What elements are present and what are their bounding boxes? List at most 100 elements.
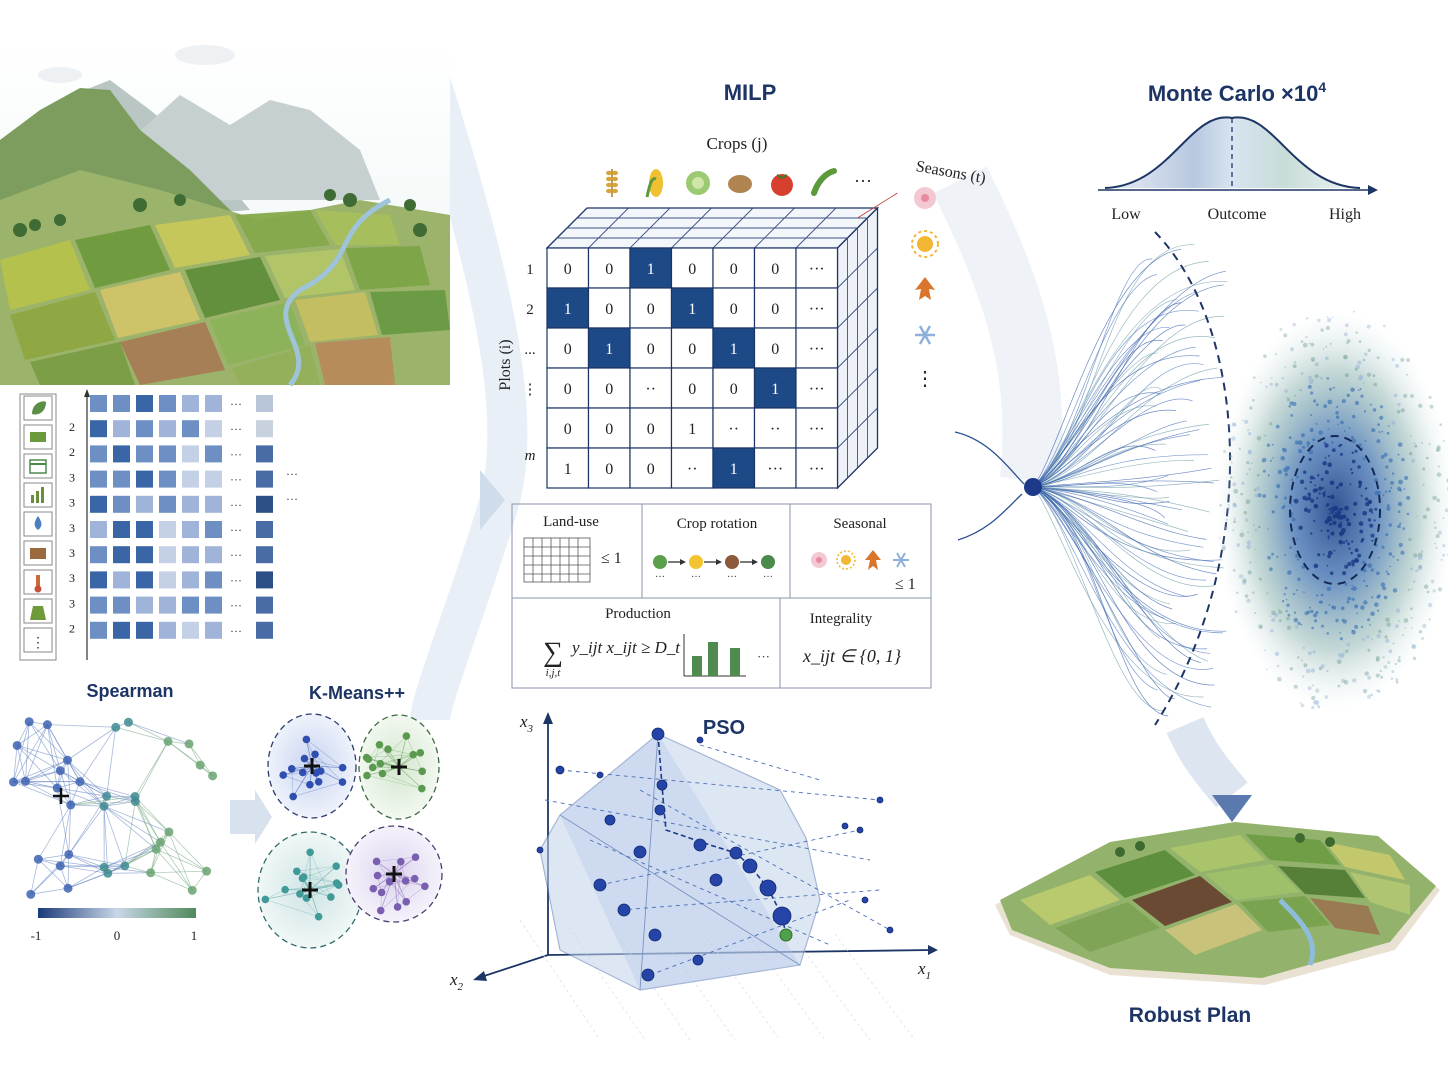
sample-point [1410,588,1413,591]
sample-point [1302,675,1305,678]
tensor-value: 1 [605,341,613,358]
tensor-value: 0 [688,261,696,278]
sample-point [1258,577,1262,581]
tensor-cell [670,327,714,369]
sample-point [1341,528,1346,533]
sample-point [1275,424,1280,429]
sample-point [1362,358,1366,362]
sample-point [1386,506,1391,511]
sample-point [1386,622,1391,627]
sample-point [1442,439,1446,443]
sample-point [1290,414,1294,417]
sample-point [1336,659,1342,664]
sample-point [1271,552,1274,556]
sample-point [1321,624,1324,628]
sample-point [1296,558,1300,561]
correlation-edge [13,781,58,789]
table-cell [113,621,130,639]
sample-point [1250,462,1253,465]
sample-point [1400,357,1405,362]
simulation-path [1032,355,1200,488]
sample-point [1341,678,1345,683]
table-cell [90,521,107,538]
sample-point [1346,393,1351,398]
sample-point [1337,653,1342,657]
cluster-node [418,767,427,776]
sample-point [1343,430,1346,432]
sample-point [1402,527,1406,530]
sample-point [1284,554,1287,557]
seasonal-constraint: Seasonal ≤ 1 [811,516,916,593]
table-cell [159,621,176,639]
sample-point [1378,629,1382,633]
simulation-path [1032,486,1168,675]
sample-point [1411,644,1417,650]
correlation-edge [37,804,72,860]
sample-point [1383,665,1388,669]
tensor-value: 1 [564,301,572,318]
sample-point [1281,599,1285,603]
sample-point [1429,404,1434,409]
sample-point [1284,586,1288,590]
sample-point [1361,637,1365,641]
sample-point [1328,603,1331,606]
table-summary-cell [256,445,273,463]
scale-max: 1 [191,928,198,943]
sample-point [1435,546,1438,550]
sample-point [1286,603,1290,607]
sample-point [1332,520,1337,525]
cabbage-icon [686,171,710,195]
sample-point [1412,656,1417,661]
optimum-particle [779,928,793,942]
sample-point [1327,428,1330,430]
crate-icon [30,548,46,559]
table-cell [136,571,153,589]
sample-point [1269,382,1273,386]
table-cell [159,571,176,589]
sample-point [1380,454,1385,459]
table-cells [90,395,273,639]
sample-point [1329,522,1333,526]
simulation-path [1032,486,1202,663]
sample-point [1426,590,1430,594]
sample-point [1248,432,1252,436]
sample-point [1340,452,1343,456]
land-use-constraint: Land-use ≤ 1 [523,514,622,583]
table-cell [136,596,153,614]
sample-point [1266,668,1268,671]
table-cell [90,596,107,614]
cluster-centroid [391,759,407,775]
correlation-edge [28,721,61,771]
sample-point [1329,571,1334,575]
table-cell [182,445,199,463]
more-icon: ⋮ [31,636,45,651]
sample-point [1300,372,1304,375]
sample-point [1311,626,1314,630]
sample-point [1382,494,1385,497]
sample-point [1341,399,1346,404]
sample-point [1315,688,1320,693]
sample-point [1437,530,1442,535]
sample-point [1326,669,1329,672]
sample-point [1376,609,1380,612]
cluster-node [261,895,270,904]
sample-point [1367,694,1372,699]
sample-point [1326,564,1329,567]
sample-point [1393,393,1398,398]
sample-point [1242,419,1244,422]
correlation-edge [28,721,68,761]
sample-point [1232,502,1237,507]
simulation-path [1032,327,1170,488]
tensor-cell [629,367,673,409]
feature-node [130,796,140,806]
sample-point [1227,506,1230,510]
sample-point [1413,553,1418,558]
sample-point [1362,511,1367,516]
tensor-value: 1 [647,261,655,278]
sample-point [1379,405,1384,409]
table-cell [182,521,199,538]
sample-point [1398,656,1401,659]
sample-point [1437,465,1441,468]
sample-point [1351,459,1356,464]
sample-point [1308,342,1311,345]
